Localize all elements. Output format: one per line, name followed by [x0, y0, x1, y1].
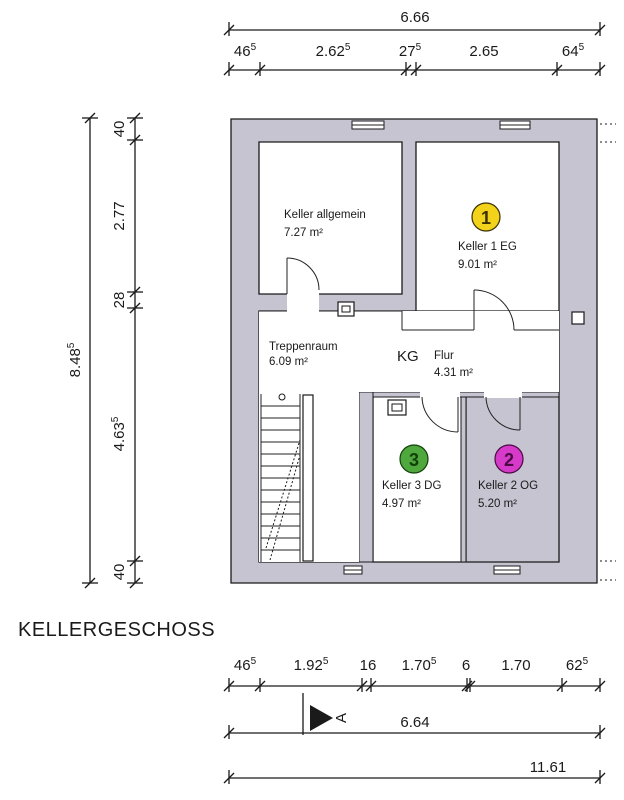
left-dim-5: 40 [111, 564, 128, 581]
left-dim-3: 28 [111, 292, 128, 309]
badge-keller-1-number: 1 [481, 208, 491, 228]
room-treppenraum-area: 6.09 m² [269, 356, 308, 368]
badge-keller-1-circle [471, 202, 501, 232]
overall-height-label: 8.485 [66, 342, 84, 377]
room-keller-allgemein-area: 7.27 m² [284, 227, 323, 239]
section-arrow-icon [310, 705, 333, 731]
room-keller-3-name: Keller 3 DG [382, 480, 441, 492]
badge-keller-3-number: 3 [409, 450, 419, 470]
room-treppenraum-name: Treppenraum [269, 341, 338, 353]
room-keller-1-name: Keller 1 EG [458, 241, 517, 253]
doors [286, 257, 522, 433]
bottom-dim-3: 16 [360, 657, 377, 674]
bottom-dim-1: 465 [234, 656, 257, 674]
left-dim-1: 40 [111, 121, 128, 138]
left-dim-4: 4.635 [110, 416, 128, 451]
top-dim-5: 645 [562, 42, 585, 60]
shafts [337, 301, 585, 416]
badge-keller-2: 2 [494, 444, 524, 474]
room-keller-allgemein-name: Keller allgemein [284, 209, 366, 221]
bottom-dim-2: 1.925 [294, 656, 329, 674]
badge-keller-2-circle [494, 444, 524, 474]
badge-keller-3: 3 [399, 444, 429, 474]
overall-width-label: 6.66 [400, 9, 429, 26]
badge-keller-3-circle [399, 444, 429, 474]
bottom-dimension-chain: 465 1.925 16 1.705 6 1.70 625 A 6.64 11.… [223, 656, 606, 784]
windows [343, 120, 531, 575]
badge-keller-1: 1 [471, 202, 501, 232]
floor-code-label: KG [397, 348, 419, 365]
bottom-row3-label: 11.61 [530, 759, 566, 776]
bottom-row2-label: 6.64 [400, 714, 429, 731]
bottom-dim-6: 1.70 [501, 657, 530, 674]
room-keller-2-name: Keller 2 OG [478, 480, 538, 492]
left-dimension-chain: 8.485 40 2.77 28 4.635 40 [66, 112, 143, 589]
left-dim-2: 2.77 [111, 201, 128, 230]
edge-marks [600, 123, 616, 581]
room-flur-area: 4.31 m² [434, 367, 473, 379]
staircase [259, 393, 315, 562]
room-keller-1-area: 9.01 m² [458, 259, 497, 271]
top-dim-1: 465 [234, 42, 257, 60]
badge-keller-2-number: 2 [504, 450, 514, 470]
room-flur-name: Flur [434, 350, 454, 362]
top-dimension-chain: 6.66 465 2.625 275 2.65 645 [223, 9, 606, 76]
top-dim-3: 275 [399, 42, 422, 60]
top-dim-2: 2.625 [316, 42, 351, 60]
section-marker-label: A [333, 713, 350, 723]
room-keller-2-area: 5.20 m² [478, 498, 517, 510]
bottom-dim-4: 1.705 [402, 656, 437, 674]
bottom-dim-5: 6 [462, 657, 470, 674]
top-dim-4: 2.65 [469, 43, 498, 60]
plan-title: KELLERGESCHOSS [18, 619, 215, 641]
bottom-dim-7: 625 [566, 656, 589, 674]
room-keller-3-area: 4.97 m² [382, 498, 421, 510]
